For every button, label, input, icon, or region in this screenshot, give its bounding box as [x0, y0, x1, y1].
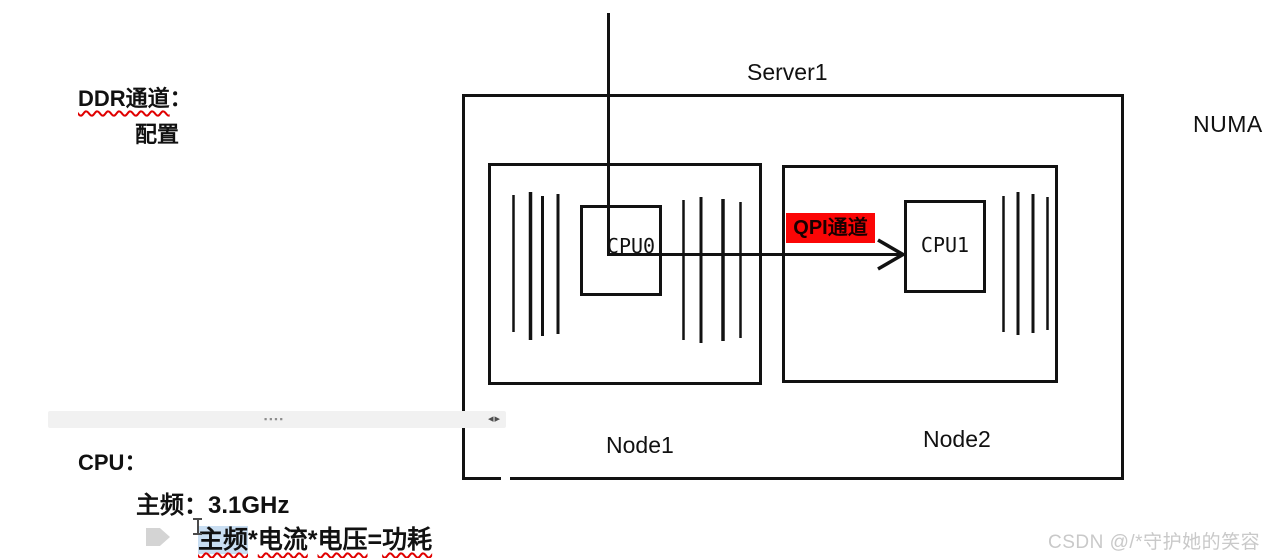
nav-left-icon[interactable]: ◂ — [487, 413, 495, 425]
qpi-channel-label: QPI通道 — [786, 213, 875, 243]
ddr-config-annotation: 配置 — [135, 122, 180, 147]
cpu0-label: CPU0 — [606, 233, 656, 258]
node1-box — [488, 163, 762, 385]
drag-handle-icon[interactable]: ▪▪▪▪ — [264, 414, 285, 424]
formula-term-freq: 主频 — [198, 526, 249, 554]
formula-term-current: 电流 — [257, 526, 308, 554]
formula-op-equals: = — [367, 526, 383, 554]
splitter-bar[interactable]: ▪▪▪▪ ◂▸ — [48, 411, 506, 428]
notes-power-formula[interactable]: 主频*电流*电压=功耗 — [198, 520, 432, 556]
cpu1-label: CPU1 — [920, 232, 970, 257]
formula-op-1: * — [248, 526, 258, 554]
cpu1-box: CPU1 — [904, 200, 986, 293]
panel-edge-strip — [501, 428, 510, 558]
nav-right-icon[interactable]: ▸ — [494, 413, 501, 425]
bullet-arrow-icon — [146, 528, 170, 546]
server1-box — [462, 94, 1124, 480]
notes-frequency-line: 主频：3.1GHz — [136, 492, 290, 519]
formula-term-voltage: 电压 — [317, 526, 368, 554]
ddr-channel-annotation: DDR通道： — [78, 81, 192, 113]
server1-title: Server1 — [747, 59, 828, 85]
text-cursor-icon — [193, 518, 202, 535]
cpu0-box: CPU0 — [580, 205, 662, 296]
node1-caption: Node1 — [606, 432, 674, 458]
ddr-channel-colon: ： — [169, 86, 192, 111]
node2-caption: Node2 — [923, 426, 991, 452]
formula-term-power: 功耗 — [382, 526, 433, 554]
csdn-watermark: CSDN @/*守护她的笑容 — [1048, 532, 1261, 553]
ddr-channel-word: DDR通道 — [78, 86, 170, 111]
formula-op-2: * — [307, 526, 318, 554]
collapse-arrows-icon[interactable]: ◂▸ — [488, 411, 501, 428]
numa-title: NUMA — [1193, 111, 1263, 137]
notes-cpu-heading: CPU： — [78, 450, 147, 475]
node2-box — [782, 165, 1058, 383]
